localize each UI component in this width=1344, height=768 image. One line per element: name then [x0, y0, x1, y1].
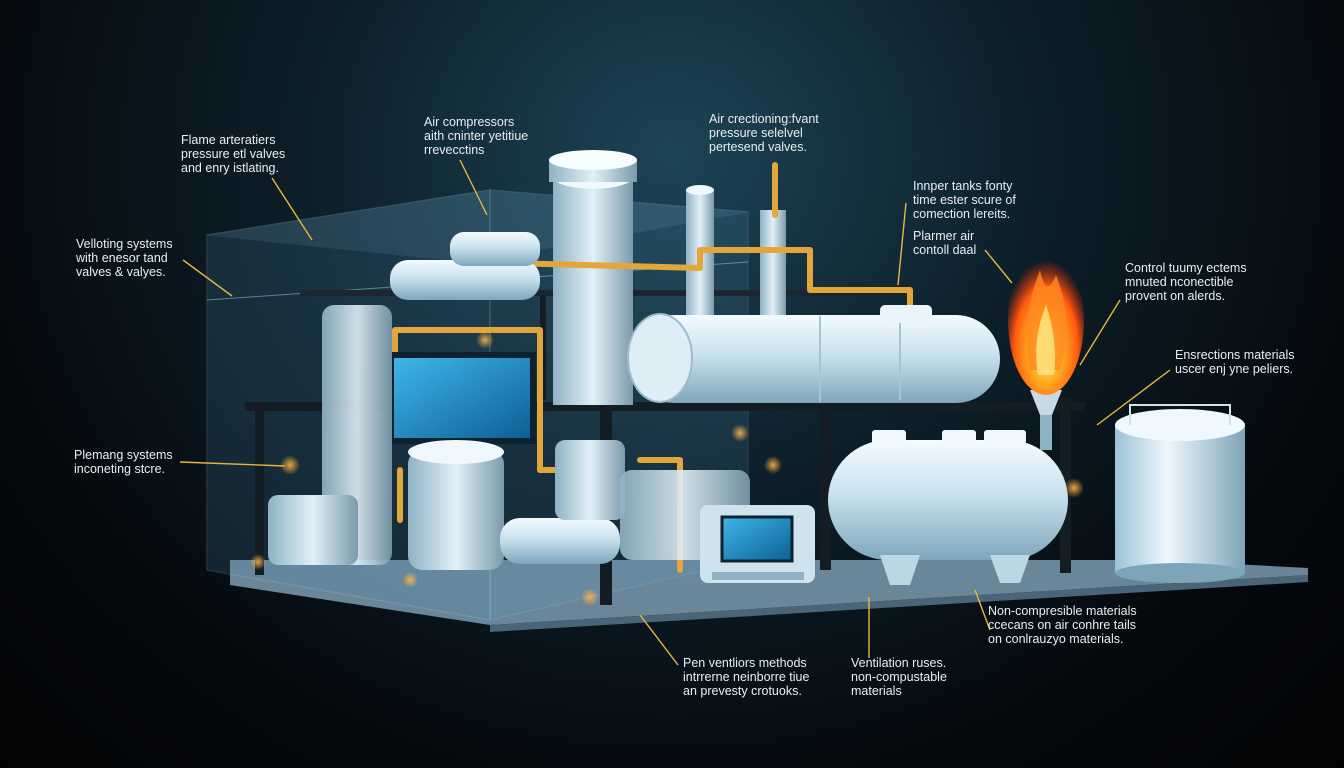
control-monitor — [700, 505, 815, 583]
floor-edge — [490, 575, 1308, 632]
vent-stack — [760, 210, 786, 325]
flare-stack — [1008, 245, 1084, 450]
leader-lines — [179, 159, 1171, 666]
horizontal-vessel — [627, 305, 1000, 403]
vertical-tank — [1115, 404, 1245, 583]
status-lights — [250, 331, 1084, 606]
display-panel — [388, 352, 536, 444]
header-pipe — [390, 260, 540, 300]
left-equipment — [268, 305, 750, 570]
floor-slab — [230, 560, 1308, 625]
bullet-tank — [828, 430, 1068, 585]
column-tank — [549, 150, 637, 405]
